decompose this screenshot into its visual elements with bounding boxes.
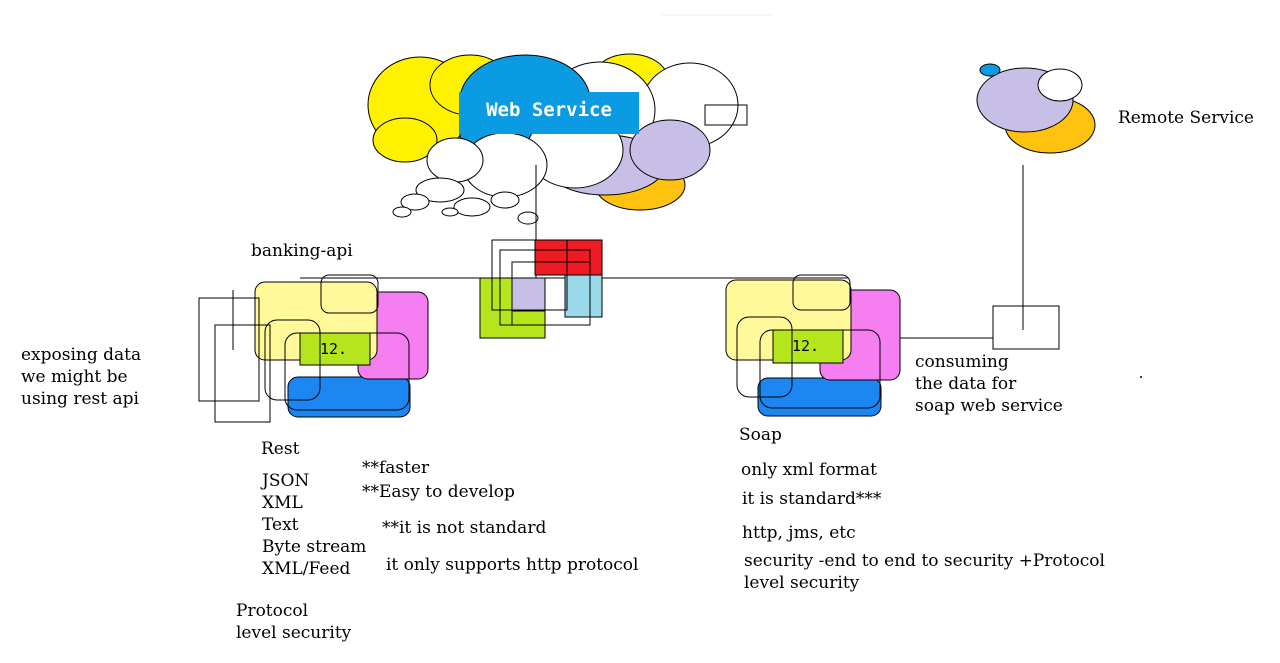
banking-api-label: banking-api xyxy=(251,241,353,261)
rest-point: **faster xyxy=(362,458,430,478)
web-service-title: Web Service xyxy=(459,92,639,134)
rest-heading: Rest xyxy=(261,439,300,459)
rest-security: Protocol xyxy=(236,601,309,621)
rest-node xyxy=(198,274,429,423)
soap-security: level security xyxy=(744,573,860,593)
rest-format: XML xyxy=(262,493,303,513)
banking-api-badge: 12. xyxy=(320,340,348,358)
rest-format: Text xyxy=(262,515,299,535)
left-note-line: we might be xyxy=(21,367,128,387)
rest-point: **it is not standard xyxy=(382,518,547,538)
left-note-line: using rest api xyxy=(21,389,139,409)
soap-point: it is standard*** xyxy=(742,489,882,509)
soap-point: only xml format xyxy=(741,460,877,480)
rest-format: JSON xyxy=(262,471,310,491)
soap-badge: 12. xyxy=(792,337,820,355)
soap-heading: Soap xyxy=(739,425,782,445)
consuming-note-line: consuming xyxy=(915,352,1009,372)
rest-format: XML/Feed xyxy=(262,559,351,579)
web-service-cloud xyxy=(367,53,748,225)
consuming-note-line: the data for xyxy=(915,374,1017,394)
center-block xyxy=(479,239,603,339)
consuming-note-line: soap web service xyxy=(915,396,1063,416)
rest-point: **Easy to develop xyxy=(362,482,515,502)
left-note-line: exposing data xyxy=(21,345,142,365)
rest-point: it only supports http protocol xyxy=(386,555,639,575)
rest-security: level security xyxy=(236,623,352,643)
remote-service-cloud xyxy=(945,55,1096,165)
soap-security: security -end to end to security +Protoc… xyxy=(744,551,1105,571)
remote-service-label: Remote Service xyxy=(1118,108,1254,128)
soap-node xyxy=(725,274,1060,417)
soap-point: http, jms, etc xyxy=(742,523,856,543)
rest-format: Byte stream xyxy=(262,537,367,557)
